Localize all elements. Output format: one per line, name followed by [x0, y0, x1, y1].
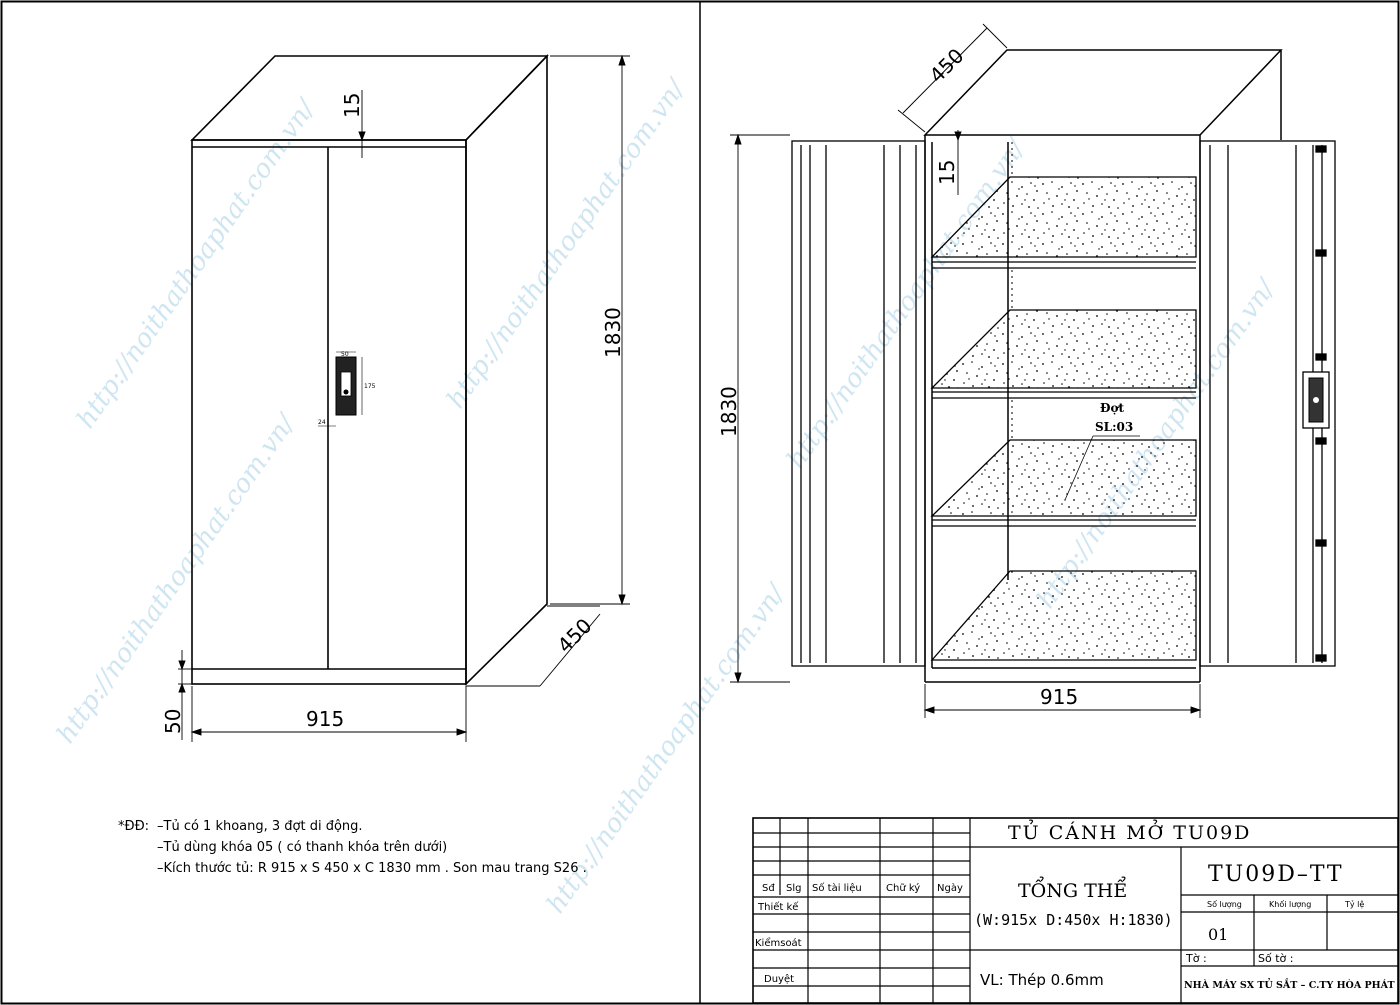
- shelf-label: Đợt: [1100, 401, 1124, 415]
- watermark-text: http://noithathoaphat.com.vn/: [51, 408, 302, 749]
- open-depth-dim: 450: [925, 44, 969, 88]
- factory-name: NHÀ MÁY SX TỦ SẮT – C.TY HÒA PHÁT: [1184, 978, 1395, 991]
- design-notes: *ĐĐ: –Tủ có 1 khoang, 3 đợt di động. –Tủ…: [118, 819, 587, 876]
- note-line: –Tủ dùng khóa 05 ( có thanh khóa trên dư…: [157, 840, 447, 855]
- open-height-dim: 1830: [717, 386, 741, 437]
- lock-height-label: 175: [364, 383, 376, 390]
- col-header: Chữ ký: [886, 882, 920, 894]
- shelf-bottom: [930, 570, 1197, 661]
- front-depth-dim: 450: [553, 614, 597, 658]
- qty-value: 01: [1208, 925, 1228, 944]
- weight-label: Khối lượng: [1269, 899, 1311, 909]
- open-topgap-dim: 15: [935, 160, 959, 185]
- watermark-text: http://noithathoaphat.com.vn/: [71, 93, 322, 434]
- col-header: Slg: [786, 883, 801, 894]
- dimensions-text: (W:915x D:450x H:1830): [974, 911, 1173, 929]
- role-label: Duyệt: [764, 973, 794, 985]
- cabinet-front: [191, 139, 467, 685]
- shelf: [930, 176, 1197, 269]
- role-label: Kiểmsoát: [755, 936, 802, 949]
- title-block: [752, 817, 1399, 1004]
- shelf-qty: SL:03: [1095, 420, 1133, 434]
- cabinet-top: [190, 55, 549, 141]
- watermark-text: http://noithathoaphat.com.vn/: [781, 133, 1032, 474]
- left-door-open: [791, 140, 926, 667]
- front-plinth-dim: 50: [161, 709, 185, 734]
- front-view-cabinet: [190, 54, 549, 686]
- material-text: VL: Thép 0.6mm: [980, 971, 1104, 989]
- col-header: Số tài liệu: [812, 882, 862, 894]
- right-door-lock: [1302, 371, 1330, 429]
- qty-label: Số lượng: [1207, 899, 1242, 909]
- open-top: [923, 49, 1283, 136]
- door-lock: 50 175 24: [318, 351, 376, 427]
- lock-offset-label: 24: [318, 419, 326, 426]
- note-line: –Tủ có 1 khoang, 3 đợt di động.: [157, 819, 363, 834]
- drawing-code: TU09D–TT: [1208, 862, 1344, 887]
- open-width-dim: 915: [1040, 685, 1078, 709]
- col-header: Sđ: [762, 883, 775, 894]
- shelf: [930, 439, 1197, 527]
- note-line: –Kích thước tủ: R 915 x S 450 x C 1830 m…: [157, 861, 587, 876]
- view-name: TỔNG THỂ: [1018, 876, 1127, 902]
- watermark-text: http://noithathoaphat.com.vn/: [441, 73, 692, 414]
- front-topgap-dim: 15: [340, 93, 364, 118]
- sheet-count-label: Số tờ :: [1258, 952, 1293, 965]
- front-height-dim: 1830: [601, 307, 625, 358]
- sheet-label: Tờ :: [1185, 952, 1207, 965]
- front-dimensions: [178, 54, 630, 742]
- shelf: [930, 309, 1197, 399]
- notes-prefix: *ĐĐ:: [118, 819, 149, 834]
- open-dimensions: [730, 23, 1202, 718]
- shelf-leader: Đợt SL:03: [1064, 401, 1140, 501]
- col-header: Ngày: [937, 882, 963, 894]
- front-width-dim: 915: [306, 707, 344, 731]
- role-label: Thiết kế: [757, 901, 799, 913]
- product-title: TỦ CÁNH MỞ TU09D: [1008, 819, 1251, 844]
- lock-width-label: 50: [341, 351, 349, 358]
- scale-label: Tỷ lệ: [1344, 899, 1364, 909]
